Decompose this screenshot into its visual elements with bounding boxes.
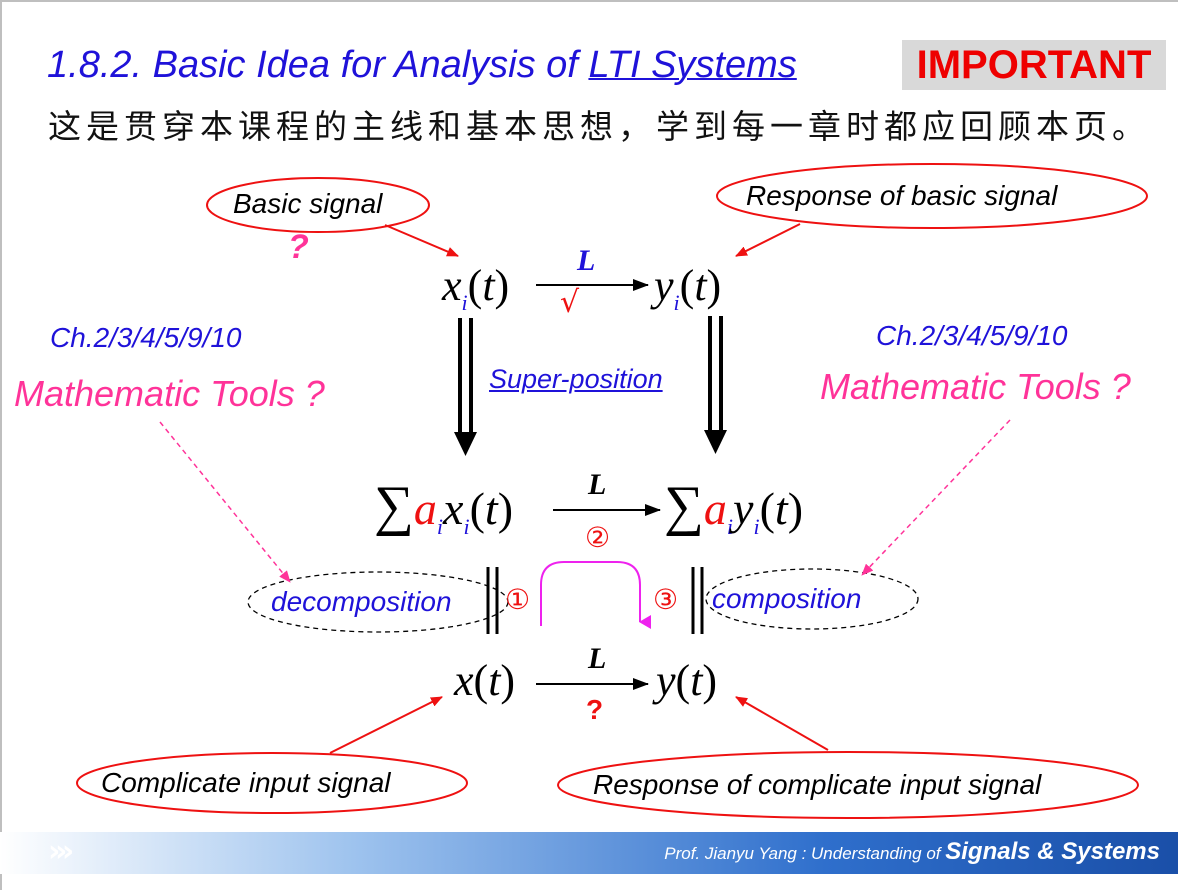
left-tools-dashed-arrow	[159, 421, 291, 583]
response-complicate-ellipse	[557, 751, 1139, 819]
title-prefix: 1.8.2. Basic Idea for Analysis of	[47, 44, 589, 86]
slide-title: 1.8.2. Basic Idea for Analysis of LTI Sy…	[47, 44, 797, 87]
response-basic-pointer	[735, 223, 801, 257]
decomposition-label: decomposition	[271, 586, 452, 617]
process-arc	[540, 561, 651, 629]
complicate-input-ellipse	[76, 752, 468, 814]
left-chapters-note: Ch.2/3/4/5/9/10	[50, 322, 242, 353]
decomposition-equality-bars	[486, 567, 499, 634]
superposition-arrow-left	[454, 318, 477, 456]
step-1-marker: ①	[505, 583, 531, 616]
right-tools-dashed-arrow	[861, 419, 1011, 576]
eq1-check-mark: √	[560, 285, 580, 320]
footer-bar	[0, 832, 1178, 874]
eq1-input: xi(t)	[442, 261, 510, 315]
composition-label: composition	[712, 583, 862, 614]
step-3-marker: ③	[653, 583, 679, 616]
basic-signal-label: Basic signal	[233, 188, 383, 219]
eq1-operator: L	[577, 244, 596, 277]
eq1-output: yi(t)	[654, 261, 722, 315]
eq2-output: ∑aiyi(t)	[664, 475, 804, 540]
response-basic-ellipse	[716, 163, 1148, 229]
important-badge: IMPORTANT	[902, 40, 1166, 90]
superposition-label: Super-position	[489, 364, 663, 394]
slide-border-top	[0, 0, 1178, 2]
left-tools-note: Mathematic Tools ?	[14, 373, 325, 414]
response-basic-label: Response of basic signal	[746, 180, 1058, 211]
right-tools-note: Mathematic Tools ?	[820, 366, 1131, 407]
basic-signal-question: ?	[288, 228, 309, 266]
response-complicate-pointer	[735, 696, 829, 751]
decomposition-ellipse	[247, 571, 509, 633]
eq2-input: ∑aixi(t)	[374, 475, 514, 540]
footer-credit: Prof. Jianyu Yang : Understanding of Sig…	[664, 838, 1160, 865]
complicate-input-pointer	[329, 696, 443, 754]
right-chapters-note: Ch.2/3/4/5/9/10	[876, 320, 1068, 351]
eq3-output: y(t)	[656, 656, 718, 705]
response-complicate-label: Response of complicate input signal	[593, 769, 1042, 800]
composition-ellipse	[705, 568, 919, 630]
step-2-marker: ②	[585, 521, 611, 554]
eq3-question: ?	[586, 694, 604, 725]
chevron-right-icon[interactable]: » ›	[48, 834, 74, 869]
title-link-lti-systems[interactable]: LTI Systems	[588, 44, 797, 86]
basic-signal-pointer	[384, 224, 459, 257]
subtitle-chinese: 这是贯穿本课程的主线和基本思想，学到每一章时都应回顾本页。	[48, 107, 1150, 146]
eq3-operator: L	[588, 642, 607, 675]
slide-border-left	[0, 0, 2, 890]
eq3-input: x(t)	[454, 656, 516, 705]
composition-equality-bars	[691, 567, 704, 634]
superposition-arrow-right	[704, 316, 727, 454]
eq2-operator: L	[588, 468, 607, 501]
basic-signal-ellipse	[206, 177, 430, 233]
complicate-input-label: Complicate input signal	[101, 767, 391, 798]
